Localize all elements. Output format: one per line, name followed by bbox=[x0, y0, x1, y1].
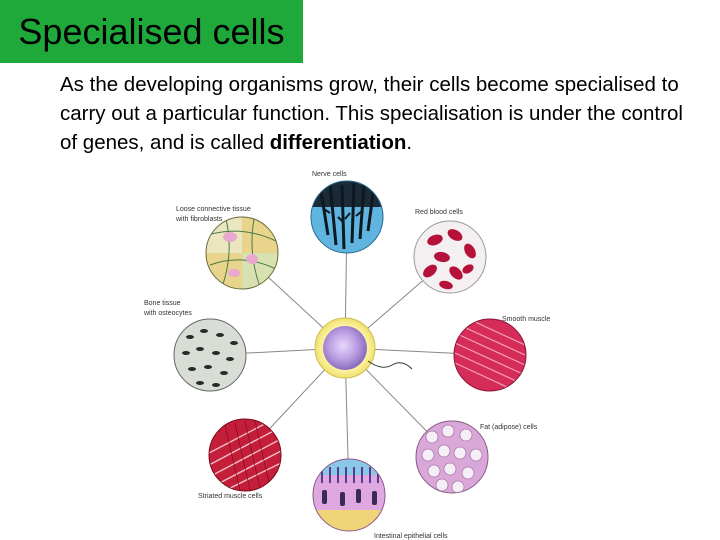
red-blood-cells-image: Red blood cells bbox=[413, 209, 487, 294]
body-end: . bbox=[406, 131, 413, 154]
diagram-svg: Nerve cells Red blood cells Smooth muscl… bbox=[143, 171, 550, 540]
striated-muscle-image: Striated muscle cells bbox=[198, 418, 282, 500]
smooth-muscle-image: Smooth muscle bbox=[453, 316, 550, 392]
cell-differentiation-diagram: Nerve cells Red blood cells Smooth muscl… bbox=[130, 165, 580, 540]
label-fat: Fat (adipose) cells bbox=[480, 424, 538, 431]
label-bone-2: with osteocytes bbox=[143, 310, 192, 317]
label-smooth-muscle: Smooth muscle bbox=[502, 316, 550, 323]
fat-cells-image: Fat (adipose) cells bbox=[415, 420, 538, 494]
label-striated: Striated muscle cells bbox=[198, 493, 263, 500]
body-paragraph: As the developing organisms grow, their … bbox=[60, 70, 700, 157]
slide-title: Specialised cells bbox=[18, 10, 285, 52]
title-banner: Specialised cells bbox=[0, 0, 303, 63]
label-bone-1: Bone tissue bbox=[144, 300, 181, 307]
label-connective-2: with fibroblasts bbox=[175, 216, 223, 223]
body-keyword: differentiation bbox=[269, 131, 407, 154]
stem-cell-image bbox=[314, 317, 413, 379]
connective-tissue-image: Loose connective tissue with fibroblasts bbox=[175, 206, 279, 290]
body-intro: As the developing organisms grow, their … bbox=[60, 73, 683, 154]
intestinal-cells-image: Intestinal epithelial cells bbox=[312, 458, 448, 540]
label-nerve: Nerve cells bbox=[312, 171, 347, 178]
label-red-blood: Red blood cells bbox=[415, 209, 463, 216]
label-connective-1: Loose connective tissue bbox=[176, 206, 251, 213]
nerve-cells-image: Nerve cells bbox=[310, 171, 384, 254]
bone-tissue-image: Bone tissue with osteocytes bbox=[143, 300, 247, 392]
label-intestinal: Intestinal epithelial cells bbox=[374, 533, 448, 540]
